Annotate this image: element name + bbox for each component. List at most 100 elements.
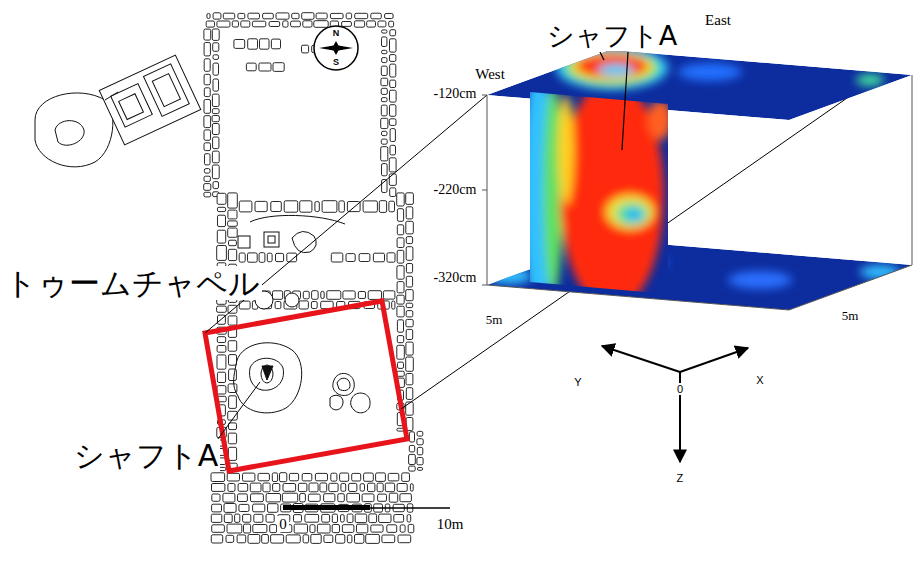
stone (228, 249, 236, 260)
stone (397, 306, 404, 317)
depth-label: -220cm (432, 182, 479, 197)
stone (382, 131, 388, 135)
stone (383, 291, 395, 299)
stone (315, 473, 327, 480)
stone (389, 201, 395, 212)
stone (410, 484, 413, 492)
stone (300, 494, 306, 502)
stone (282, 493, 297, 502)
stone (406, 193, 414, 205)
stone (417, 439, 423, 445)
stone (204, 184, 211, 191)
block-frame (482, 75, 912, 310)
stone (213, 63, 219, 75)
stone (223, 13, 234, 19)
stone (228, 193, 238, 208)
stone (397, 238, 404, 248)
stone (212, 494, 220, 501)
stone (406, 264, 412, 273)
stone (305, 514, 319, 522)
scale-segment (370, 507, 450, 509)
stone (389, 21, 394, 27)
stone (388, 473, 399, 481)
stone (204, 130, 211, 140)
stone (330, 13, 343, 18)
axis-label: 0 (675, 383, 685, 395)
stone (248, 535, 260, 544)
stone (406, 290, 414, 301)
stone (280, 473, 287, 482)
stone (397, 250, 404, 263)
stone (347, 514, 353, 523)
scale-label: 0 (277, 516, 289, 533)
stone (239, 201, 252, 212)
stone (409, 454, 416, 464)
stone (299, 301, 308, 309)
stone (266, 514, 274, 522)
stone (392, 301, 395, 309)
well (285, 293, 299, 307)
stone (204, 176, 210, 181)
stone (389, 174, 396, 186)
stone (417, 447, 423, 454)
stone (286, 535, 300, 543)
stone (273, 484, 280, 492)
stone (298, 483, 307, 491)
stone (381, 105, 387, 116)
stone (387, 525, 397, 533)
stone (228, 433, 236, 444)
stone (294, 515, 302, 522)
stone (317, 524, 330, 533)
stone (212, 151, 219, 163)
stone (381, 88, 387, 94)
stone (303, 535, 309, 543)
stone (270, 525, 277, 533)
stone (206, 21, 214, 27)
tomb-structure (99, 55, 200, 145)
stone (342, 525, 354, 533)
chamber (143, 64, 189, 117)
dimension-label: 5m (840, 309, 861, 323)
stone (217, 346, 226, 353)
frame-edge (789, 265, 912, 310)
stone (238, 494, 248, 502)
feature-label: シャフトA (72, 439, 221, 472)
stone (331, 473, 337, 481)
stone (381, 98, 387, 102)
stone (406, 342, 413, 355)
stone (324, 494, 335, 502)
axis-label: X (754, 374, 765, 386)
depth-label: -320cm (432, 270, 479, 285)
anomaly (488, 268, 532, 284)
stone (406, 221, 414, 234)
stone (228, 341, 237, 352)
pit (268, 236, 275, 243)
stone (381, 139, 387, 144)
stone (398, 362, 404, 368)
stone (402, 473, 410, 482)
stone (342, 22, 352, 27)
compass-rose (314, 26, 358, 70)
stone (211, 473, 225, 482)
stone (217, 21, 230, 27)
stone (385, 14, 394, 19)
leader-line (600, 52, 604, 60)
scale-bar (283, 505, 450, 510)
stone (234, 40, 245, 49)
axis-label: Z (675, 472, 686, 484)
stone (212, 165, 219, 179)
contour-line (234, 343, 302, 413)
stone (409, 432, 414, 442)
stone (389, 119, 396, 126)
stone (284, 201, 298, 212)
stone (217, 372, 225, 382)
compass-letter: S (331, 58, 341, 68)
stone (224, 504, 236, 513)
stone (355, 514, 367, 523)
stone (232, 21, 238, 27)
anomaly (606, 195, 654, 229)
stone (408, 524, 414, 532)
stone (381, 147, 388, 161)
structure-outline (99, 55, 200, 145)
